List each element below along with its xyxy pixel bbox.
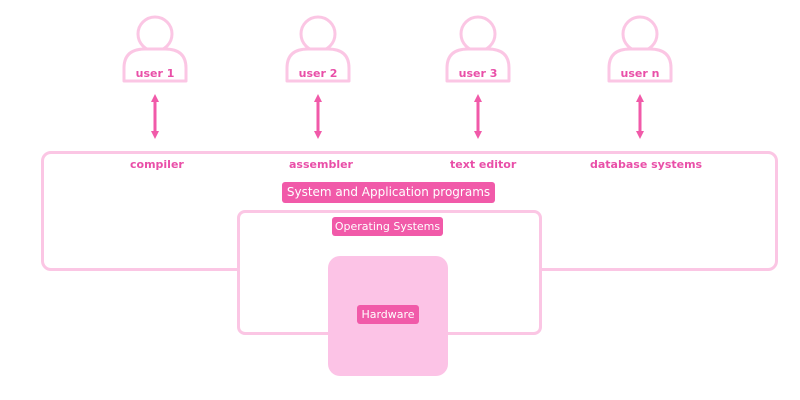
user-label-3: user 3 [458, 67, 498, 80]
system-application-programs-label: System and Application programs [282, 182, 495, 203]
hardware-label: Hardware [357, 305, 419, 324]
operating-systems-label: Operating Systems [332, 217, 443, 236]
user-label-n: user n [620, 67, 660, 80]
user-icon-3 [445, 15, 511, 83]
user-icon-2 [285, 15, 351, 83]
program-compiler: compiler [130, 158, 184, 171]
program-database-systems: database systems [590, 158, 703, 171]
user-icon-1 [122, 15, 188, 83]
user-label-2: user 2 [298, 67, 338, 80]
program-text-editor: text editor [450, 158, 517, 171]
program-assembler: assembler [289, 158, 353, 171]
user-label-1: user 1 [135, 67, 175, 80]
user-icon-n [607, 15, 673, 83]
